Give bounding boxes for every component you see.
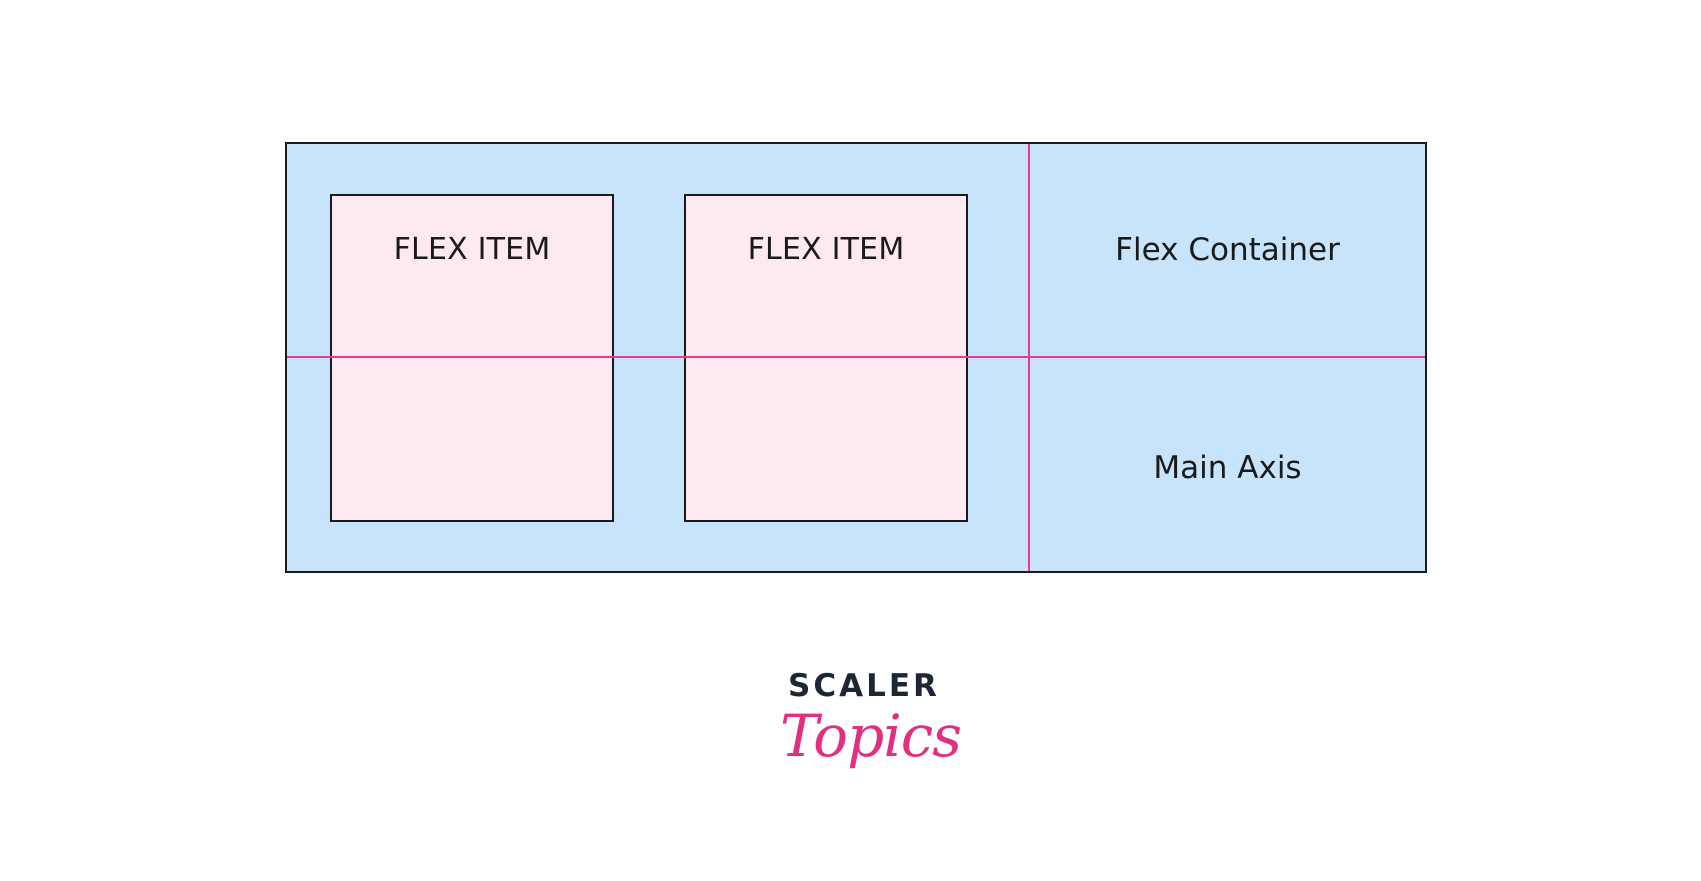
flex-item-2-label: FLEX ITEM [747, 232, 905, 267]
flex-item-1-label: FLEX ITEM [393, 232, 551, 267]
divider-line [1028, 144, 1030, 571]
main-axis-label: Main Axis [1153, 450, 1302, 486]
main-axis-line [287, 356, 1425, 358]
scaler-topics-logo: SCALER Topics [770, 668, 962, 793]
flex-item-2: FLEX ITEM [684, 194, 968, 522]
flex-container-box: FLEX ITEM FLEX ITEM Flex Container Main … [285, 142, 1427, 573]
logo-script: Topics [780, 702, 962, 770]
flex-item-1: FLEX ITEM [330, 194, 614, 522]
flex-container-label: Flex Container [1115, 232, 1340, 268]
logo-wordmark: SCALER [788, 668, 940, 704]
